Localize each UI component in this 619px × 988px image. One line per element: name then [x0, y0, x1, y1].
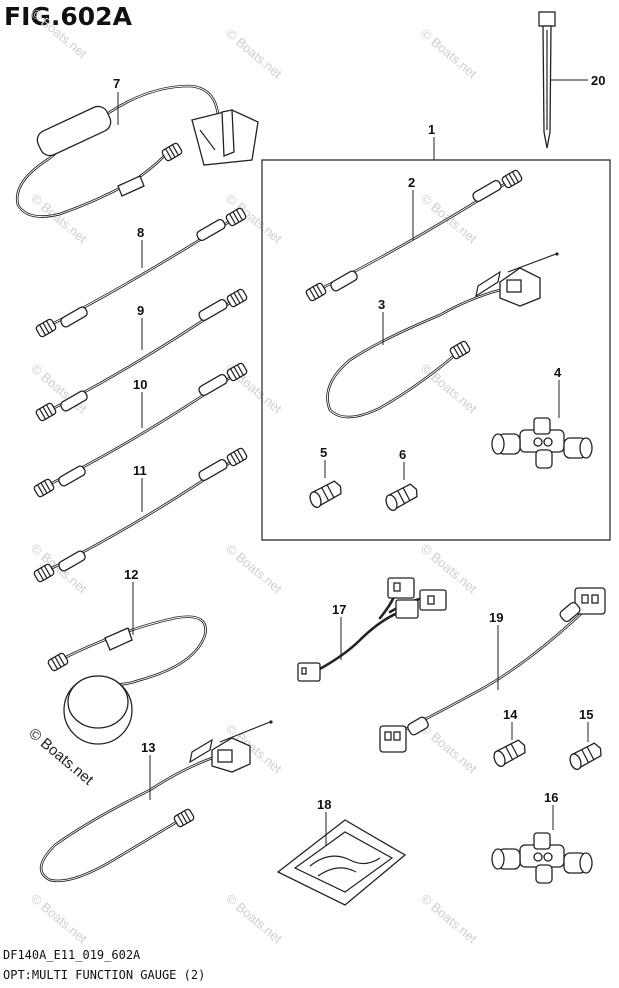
watermark-text: © Boats.net: [28, 541, 90, 597]
callout-20: 20: [591, 73, 605, 88]
part-8-cable: [34, 206, 248, 339]
kit-frame: [261, 159, 611, 541]
callout-18: 18: [317, 797, 331, 812]
part-5-cap: [306, 479, 346, 510]
watermark-text: © Boats.net: [418, 891, 480, 947]
part-10-cable: [32, 361, 249, 499]
callout-1: 1: [428, 122, 435, 137]
part-18-parts-bag: [276, 819, 407, 906]
part-6-cap: [382, 482, 422, 513]
callout-9: 9: [137, 303, 144, 318]
callout-8: 8: [137, 225, 144, 240]
leader-lines: [117, 79, 589, 845]
diagram-code: DF140A_E11_019_602A: [3, 948, 141, 962]
watermark-text: © Boats.net: [28, 891, 90, 947]
watermark-text: © Boats.net: [418, 361, 480, 417]
part-12-round-sensor: [46, 615, 207, 745]
part-16-tee-connector: [491, 832, 593, 884]
callout-14: 14: [503, 707, 518, 722]
watermark-text: © Boats.net: [418, 721, 480, 777]
callout-2: 2: [408, 175, 415, 190]
part-14-cap: [490, 738, 530, 769]
part-11-cable: [32, 446, 249, 584]
figure-title: FIG.602A: [4, 2, 132, 31]
part-13-sensor-cable: [39, 720, 273, 883]
watermark-text: © Boats.net: [223, 541, 285, 597]
part-3-sensor-cable: [326, 252, 559, 419]
watermark-text: © Boats.net: [28, 191, 90, 247]
callout-5: 5: [320, 445, 327, 460]
part-20-cable-tie: [538, 11, 556, 149]
callout-labels: 1 2 3 4 5 6 7 8 9 10 11 12 13 14 15 16 1…: [113, 73, 605, 812]
watermark-text: © Boats.net: [223, 26, 285, 82]
callout-15: 15: [579, 707, 593, 722]
callout-16: 16: [544, 790, 558, 805]
part-17-y-harness: [297, 577, 447, 682]
callout-10: 10: [133, 377, 147, 392]
callout-12: 12: [124, 567, 138, 582]
callout-7: 7: [113, 76, 120, 91]
callout-17: 17: [332, 602, 346, 617]
diagram-caption: OPT:MULTI FUNCTION GAUGE (2): [3, 968, 206, 982]
callout-19: 19: [489, 610, 503, 625]
part-4-tee-connector: [491, 417, 593, 469]
callout-3: 3: [378, 297, 385, 312]
watermark-text: © Boats.net: [418, 26, 480, 82]
watermark-text: © Boats.net: [418, 541, 480, 597]
watermark-text: © Boats.net: [223, 891, 285, 947]
callout-6: 6: [399, 447, 406, 462]
part-9-cable: [34, 287, 249, 423]
callout-4: 4: [554, 365, 562, 380]
callout-13: 13: [141, 740, 155, 755]
part-19-harness: [379, 587, 606, 753]
part-15-cap: [566, 741, 606, 772]
watermark-text: © Boats.net: [28, 6, 90, 62]
part-2-cable: [304, 168, 524, 303]
watermark-text: © Boats.net: [28, 361, 90, 417]
part-7-sensor-cable: [15, 84, 259, 218]
callout-11: 11: [133, 463, 147, 478]
